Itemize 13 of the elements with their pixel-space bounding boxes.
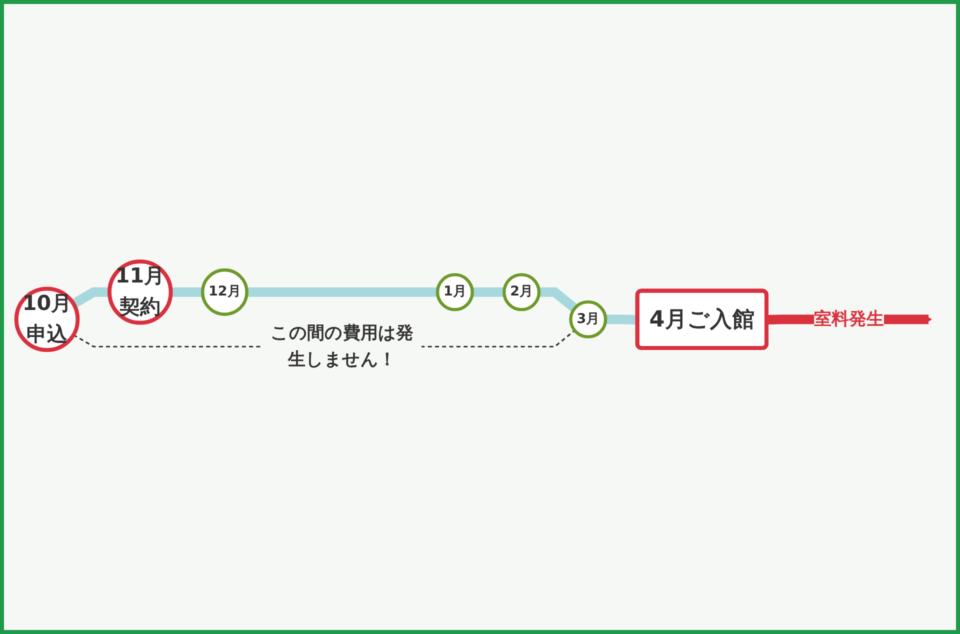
connector [71,287,110,308]
node-circle [436,273,474,312]
connector [472,287,504,297]
connector [170,287,203,297]
edge-label: 室料発生 [814,309,884,330]
node-circle [201,268,248,316]
connector [246,287,438,297]
node-circle [14,286,80,352]
edge-label: この間の費用は発生しません！ [270,324,414,370]
node-circle [569,300,608,338]
connector [538,287,578,312]
node-circle [107,259,173,325]
node-circle [502,273,541,312]
